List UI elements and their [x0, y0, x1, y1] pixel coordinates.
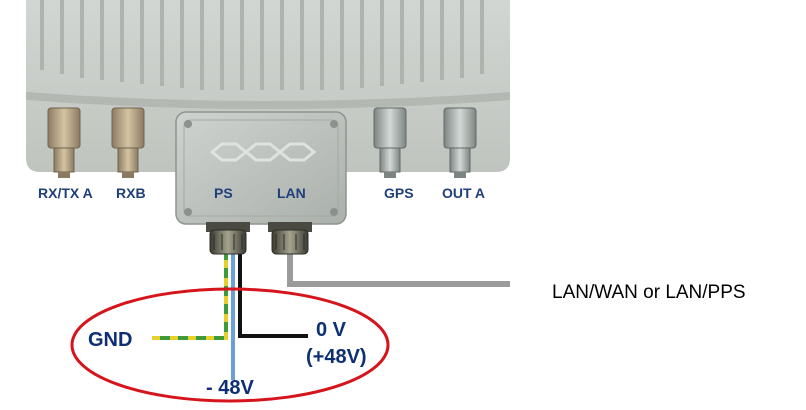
junction-box [175, 111, 347, 225]
rf-connector-rxb [111, 107, 145, 178]
minus48-label: - 48V [206, 377, 254, 399]
power-highlight-ellipse [70, 287, 390, 403]
rf-connector-rxtx-a [47, 107, 81, 178]
port-label-gps: GPS [384, 185, 414, 201]
port-label-rxtx-a: RX/TX A [38, 185, 93, 201]
rf-connector-out-a [443, 107, 477, 178]
lan-cable-label: LAN/WAN or LAN/PPS [552, 282, 746, 303]
port-label-lan: LAN [277, 185, 306, 201]
honeycomb-logo-icon [209, 142, 317, 162]
port-label-rxb: RXB [116, 185, 146, 201]
cooling-fins [40, 0, 484, 90]
port-label-out-a: OUT A [442, 185, 485, 201]
cable-gland-ps [206, 222, 250, 255]
cable-gland-lan [268, 222, 312, 255]
port-label-ps: PS [214, 185, 233, 201]
gnd-label: GND [88, 329, 132, 351]
power-wires [152, 250, 308, 380]
rf-connector-gps [373, 107, 407, 178]
zero-v-label: 0 V [316, 319, 347, 341]
zero-v-wire [238, 250, 308, 338]
lan-cable [287, 248, 510, 287]
plus48-label: (+48V) [306, 346, 367, 368]
gnd-wire [152, 250, 228, 340]
